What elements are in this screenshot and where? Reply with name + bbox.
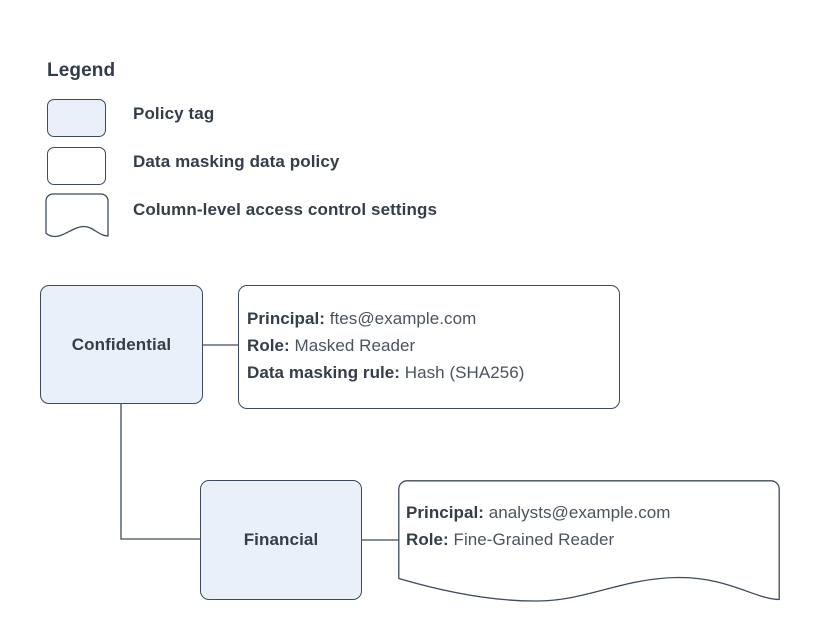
callout-line: Principal: analysts@example.com [406, 499, 670, 526]
legend-swatch-access-control [45, 193, 109, 238]
callout-line: Role: Masked Reader [247, 332, 525, 359]
callout-line-key: Role: [247, 336, 290, 355]
connector-confidential-to-financial [120, 403, 201, 540]
legend-swatch-data-masking-policy [47, 147, 106, 185]
callout-line-value: Fine-Grained Reader [453, 530, 615, 549]
legend-label-access-control: Column-level access control settings [133, 200, 438, 219]
callout-line-key: Data masking rule: [247, 363, 401, 382]
legend-label-policy-tag: Policy tag [133, 104, 215, 123]
node-financial[interactable]: Financial [200, 480, 362, 600]
callout-financial-access-control[interactable]: Principal: analysts@example.com Role: Fi… [398, 480, 780, 602]
callout-line-value: Hash (SHA256) [404, 363, 525, 382]
callout-confidential-policy[interactable]: Principal: ftes@example.com Role: Masked… [238, 285, 620, 409]
callout-line-value: analysts@example.com [488, 503, 671, 522]
node-financial-label: Financial [243, 530, 319, 549]
wave-document-shape [45, 193, 109, 238]
node-confidential[interactable]: Confidential [40, 285, 203, 404]
legend-title: Legend [47, 60, 116, 81]
callout-line-value: ftes@example.com [329, 309, 477, 328]
legend-swatch-policy-tag [47, 99, 106, 137]
callout-confidential-policy-text: Principal: ftes@example.com Role: Masked… [247, 305, 525, 386]
callout-financial-access-control-text: Principal: analysts@example.com Role: Fi… [406, 499, 670, 553]
callout-line-key: Principal: [406, 503, 484, 522]
callout-line-key: Role: [406, 530, 449, 549]
callout-line-key: Principal: [247, 309, 325, 328]
callout-line: Principal: ftes@example.com [247, 305, 525, 332]
node-confidential-label: Confidential [71, 334, 172, 354]
callout-line-value: Masked Reader [294, 336, 416, 355]
callout-line: Data masking rule: Hash (SHA256) [247, 359, 525, 386]
callout-line: Role: Fine-Grained Reader [406, 526, 670, 553]
legend-label-data-masking-policy: Data masking data policy [133, 152, 340, 171]
wave-document-shape [398, 480, 780, 602]
